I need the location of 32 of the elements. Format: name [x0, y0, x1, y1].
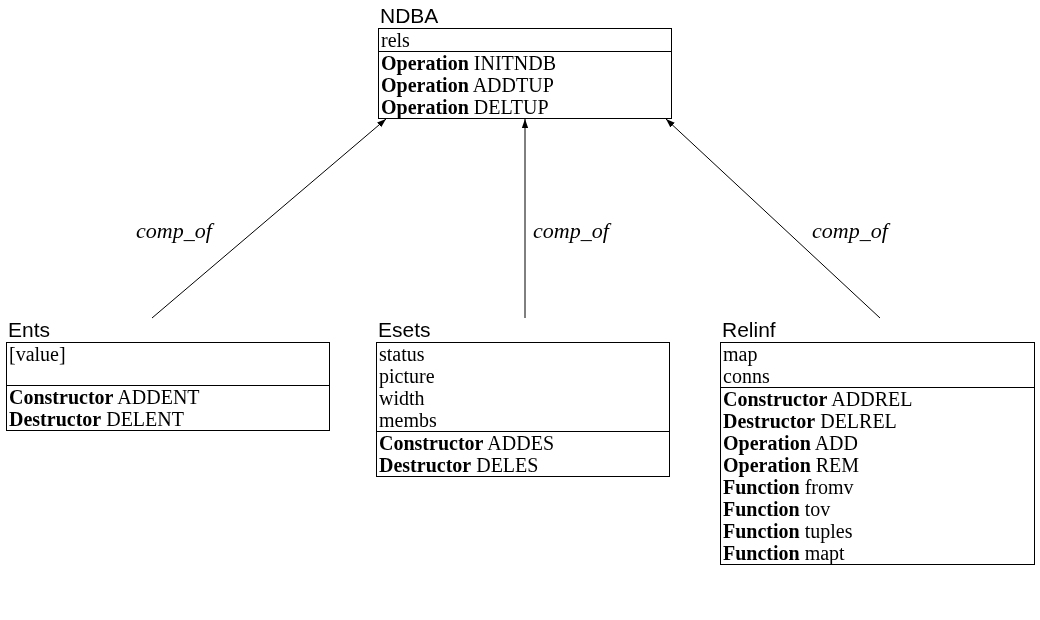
class-name: NDBA — [380, 4, 439, 28]
member-text: Operation INITNDB — [381, 52, 556, 74]
member-text: Constructor ADDREL — [723, 388, 913, 410]
member-text: Function fromv — [723, 476, 854, 498]
member-text: Destructor DELREL — [723, 410, 897, 432]
member-text: Operation ADD — [723, 432, 858, 454]
arrow — [151, 118, 387, 319]
member-text: Function mapt — [723, 542, 845, 564]
member-text: rels — [381, 29, 410, 51]
member-text: map — [723, 343, 758, 365]
member-text: Operation REM — [723, 454, 860, 476]
member-text: Constructor ADDENT — [9, 386, 200, 408]
member-text: Operation ADDTUP — [381, 74, 554, 96]
class-name: Esets — [378, 318, 431, 342]
member-text: status — [379, 343, 425, 365]
member-text: membs — [379, 409, 437, 431]
class-compartment — [379, 51, 671, 118]
member-text: picture — [379, 365, 435, 387]
member-text: Function tov — [723, 498, 831, 520]
class-name: Ents — [8, 318, 51, 342]
member-text: Function tuples — [723, 520, 853, 542]
member-text: Operation DELTUP — [381, 96, 549, 118]
class-name: Relinf — [722, 318, 776, 342]
class-compartment — [721, 387, 1034, 564]
member-text: [value] — [9, 343, 66, 365]
arrow — [665, 118, 881, 319]
arrow — [521, 118, 529, 319]
member-text: width — [379, 387, 425, 409]
member-text: Constructor ADDES — [379, 432, 554, 454]
member-text: Destructor DELENT — [9, 408, 184, 430]
member-text: Destructor DELES — [379, 454, 539, 476]
member-text: conns — [723, 365, 770, 387]
